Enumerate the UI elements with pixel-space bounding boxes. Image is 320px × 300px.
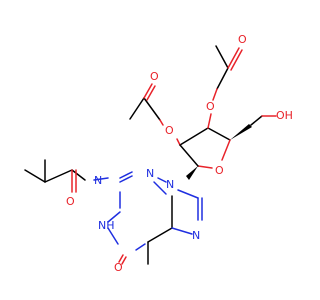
- bond: [177, 189, 199, 199]
- bond: [44, 169, 73, 183]
- bond: [24, 169, 46, 183]
- bond: [157, 177, 167, 183]
- bond: [227, 47, 240, 69]
- bond: [119, 175, 133, 183]
- bond: [107, 227, 119, 245]
- oxygen-bonds: [71, 47, 277, 265]
- bond: [207, 113, 212, 129]
- bond: [71, 169, 86, 181]
- bond: [207, 127, 231, 141]
- bond: [143, 83, 153, 99]
- bond: [215, 45, 229, 69]
- bond: [135, 243, 146, 251]
- bond: [118, 254, 124, 263]
- atom-oxygen-ester1-carbonyl: O: [238, 33, 247, 46]
- atom-oxygen-ring: O: [215, 164, 224, 177]
- bond: [107, 211, 121, 223]
- bond: [250, 115, 263, 126]
- atom-oxygen-ester2-carbonyl: O: [150, 70, 159, 83]
- bond: [197, 165, 213, 169]
- bond: [147, 227, 173, 243]
- atom-nitrogen-imine: N: [94, 174, 102, 187]
- atom-nitrogen-nh: NH: [98, 219, 115, 232]
- wedge-bond: [230, 124, 252, 140]
- atom-oxygen-ester1: O: [206, 100, 215, 113]
- atom-hydroxyl: OH: [276, 109, 293, 122]
- molecule-diagram: O O O O OH O N N N N NH O O: [24, 33, 293, 274]
- bond: [93, 177, 109, 181]
- bond: [129, 97, 145, 120]
- bond: [121, 256, 127, 265]
- atom-oxygen-amide: O: [66, 195, 75, 208]
- bond: [230, 49, 243, 71]
- atom-nitrogen-n9: N: [166, 178, 174, 191]
- nitrogen-bonds: [93, 171, 203, 251]
- atom-oxygen-ester2: O: [165, 124, 174, 137]
- bond: [146, 85, 156, 101]
- bond: [159, 119, 164, 126]
- carbon-bonds: [24, 45, 263, 265]
- bond: [143, 97, 161, 121]
- bond: [119, 171, 133, 179]
- bond: [171, 227, 193, 235]
- bond: [153, 181, 167, 195]
- atom-oxygen-keto: O: [114, 261, 123, 274]
- bond: [212, 88, 218, 101]
- bond: [221, 139, 231, 161]
- bond: [179, 127, 209, 146]
- atom-nitrogen-n7: N: [192, 229, 200, 242]
- bond: [176, 138, 181, 146]
- atom-labels: O O O O OH O N N N N NH O O: [66, 33, 293, 274]
- bond: [216, 67, 229, 90]
- bond: [179, 144, 199, 167]
- wedge-bond: [186, 166, 198, 180]
- atom-nitrogen-n3: N: [146, 167, 154, 180]
- molecule-svg: O O O O OH O N N N N NH O O: [24, 33, 293, 274]
